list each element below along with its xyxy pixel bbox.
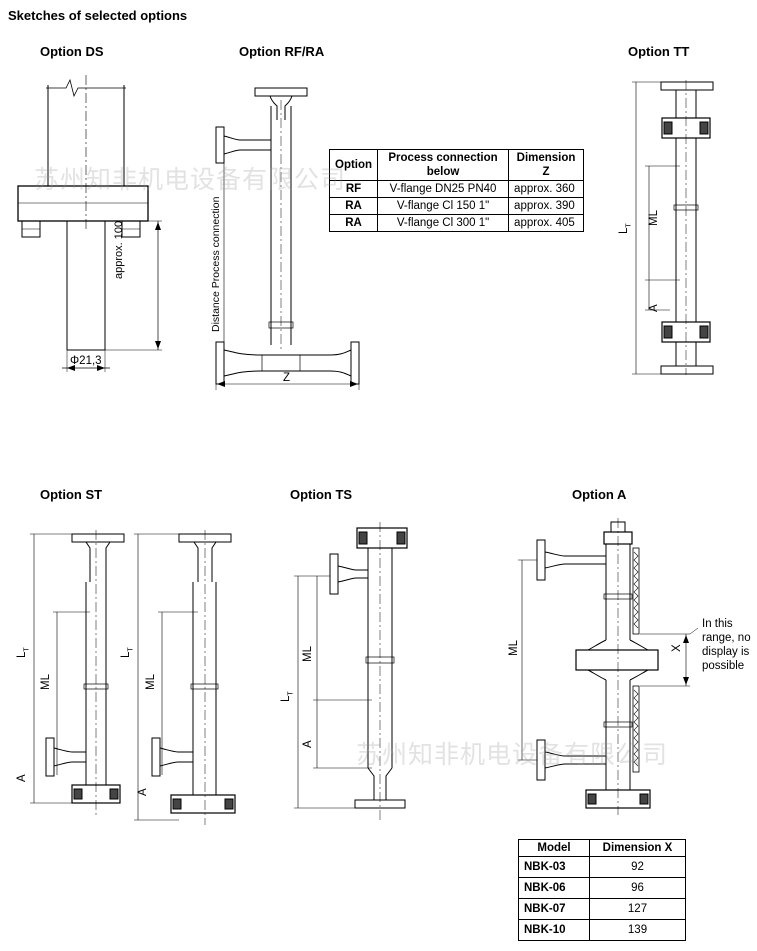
table-cell: 127 [589,898,686,920]
table-cell: V-flange Cl 300 1" [377,214,510,232]
table-cell: NBK-06 [518,877,590,899]
watermark-top: 苏州知非机电设备有限公司 [34,165,347,194]
option-a-sketch [518,518,699,815]
a-no-display-note: In this range, no display is possible [702,618,751,672]
table-cell: 139 [589,919,686,941]
tt-lt-label: LT [618,223,633,234]
table-cell: NBK-10 [518,919,590,941]
option-tt-sketch [632,80,714,375]
table-row: NBK-03 92 [518,856,686,878]
option-st-left-sketch [30,530,125,815]
table-cell: approx. 360 [508,180,585,198]
table-row: RF V-flange DN25 PN40 approx. 360 [328,180,585,198]
ds-height-label: approx. 100 [113,220,125,279]
option-a-title: Option A [572,487,627,502]
option-table-header: Dimension Z [508,149,585,181]
table-cell: 92 [589,856,686,878]
model-table-header: Model [518,839,590,857]
tt-ml-label: ML [648,210,660,226]
option-tt-title: Option TT [628,44,690,59]
page-title: Sketches of selected options [8,8,188,23]
st-left-lt-label: LT [16,647,31,658]
table-row: RA V-flange Cl 150 1" approx. 390 [328,197,585,215]
option-st-right-sketch [134,530,236,825]
st-right-lt-label: LT [120,647,135,658]
table-row: NBK-06 96 [518,877,686,899]
table-cell: V-flange Cl 150 1" [377,197,510,215]
option-ts-title: Option TS [290,487,353,502]
model-table: Model Dimension X NBK-03 92 NBK-06 96 NB… [518,839,686,941]
option-ts-sketch [294,522,408,820]
table-cell: RA [328,197,379,215]
table-cell: NBK-07 [518,898,590,920]
a-ml-label: ML [508,640,520,656]
table-cell: 96 [589,877,686,899]
tt-a-label: A [648,304,660,312]
option-table-header: Option [328,149,379,181]
model-table-header: Dimension X [589,839,686,857]
table-cell: RA [328,214,379,232]
rf-ra-distance-label: Distance Process connection [210,196,222,332]
st-left-a-label: A [16,774,28,782]
option-ds-sketch [17,75,162,372]
option-rf-ra-sketch [215,87,360,390]
option-ds-title: Option DS [40,44,104,59]
ts-lt-label: LT [280,691,295,702]
ts-ml-label: ML [302,646,314,662]
option-table-header: Process connection below [377,149,510,181]
table-row: RA V-flange Cl 300 1" approx. 405 [328,214,585,232]
watermark-bottom: 苏州知非机电设备有限公司 [356,740,669,769]
ds-diameter-label: Φ21,3 [70,355,102,367]
a-x-label: X [671,644,683,652]
table-row: NBK-07 127 [518,898,686,920]
table-cell: NBK-03 [518,856,590,878]
option-st-title: Option ST [40,487,103,502]
option-table: Option Process connection below Dimensio… [328,149,585,232]
st-left-ml-label: ML [40,674,52,690]
table-cell: V-flange DN25 PN40 [377,180,510,198]
option-rf-ra-title: Option RF/RA [239,44,325,59]
st-right-ml-label: ML [145,674,157,690]
table-cell: approx. 405 [508,214,585,232]
st-right-a-label: A [137,788,149,796]
table-row: NBK-10 139 [518,919,686,941]
rf-ra-z-label: Z [283,372,291,384]
table-cell: approx. 390 [508,197,585,215]
ts-a-label: A [302,740,314,748]
